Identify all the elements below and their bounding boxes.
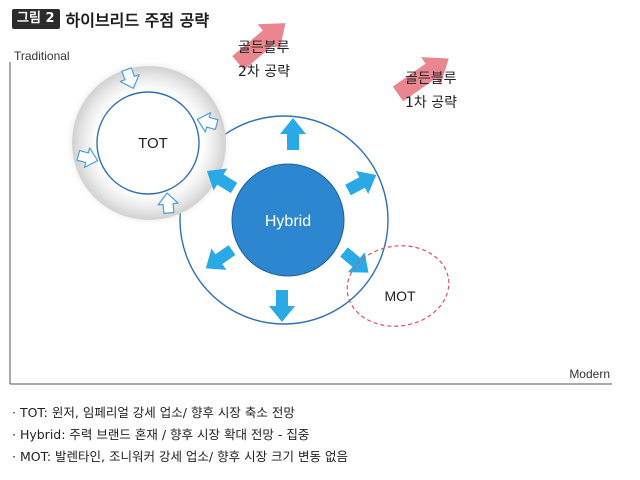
- hybrid-arrow-lower-left: [205, 245, 236, 270]
- tot-inward-arrow-top: [119, 67, 140, 89]
- hybrid-arrow-upper-right: [345, 171, 377, 196]
- note-tot: · TOT: 윈저, 임페리얼 강세 업소/ 향후 시장 축소 전망: [12, 405, 295, 420]
- mot-label: MOT: [384, 288, 416, 304]
- callout-first-line2: 1차 공략: [405, 95, 457, 111]
- tot-inner-circle: [96, 91, 200, 195]
- figure-header: 그림 2 하이브리드 주점 공략: [12, 8, 209, 30]
- tot-inward-arrow-left: [76, 147, 99, 169]
- hybrid-arrow-up: [280, 118, 306, 150]
- figure-title: 하이브리드 주점 공략: [65, 11, 210, 30]
- callout-arrow-second: [232, 23, 286, 70]
- hybrid-arrow-upper-left: [206, 168, 238, 194]
- tot-inward-arrow-right: [196, 111, 219, 133]
- y-axis-label: Traditional: [14, 49, 70, 63]
- tot-halo-edge: [72, 66, 226, 220]
- callout-second-line1: 골든블루: [238, 40, 290, 56]
- note-hybrid: · Hybrid: 주력 브랜드 혼재 / 향후 시장 확대 전망 - 집중: [12, 427, 310, 442]
- hybrid-label: Hybrid: [265, 213, 311, 230]
- tot-label: TOT: [138, 135, 168, 152]
- callout-arrow-first: [392, 57, 449, 102]
- callout-first-line1: 골든블루: [405, 71, 457, 87]
- hybrid-arrow-lower-right: [340, 247, 369, 273]
- hybrid-arrow-down: [269, 290, 295, 322]
- strategy-diagram: Traditional Modern TOT Hybrid MOT 골든블루 2…: [9, 23, 612, 385]
- note-mot: · MOT: 발렌타인, 조니워커 강세 업소/ 향후 시장 크기 변동 없음: [12, 449, 348, 464]
- callout-second-line2: 2차 공략: [238, 64, 290, 80]
- mot-ellipse: [346, 245, 450, 327]
- figure-badge: 그림 2: [12, 9, 60, 29]
- tot-inward-arrow-bottom: [157, 192, 179, 214]
- legend-notes: · TOT: 윈저, 임페리얼 강세 업소/ 향후 시장 축소 전망 · Hyb…: [12, 402, 612, 468]
- hybrid-core: [231, 163, 345, 277]
- x-axis-label: Modern: [569, 367, 610, 381]
